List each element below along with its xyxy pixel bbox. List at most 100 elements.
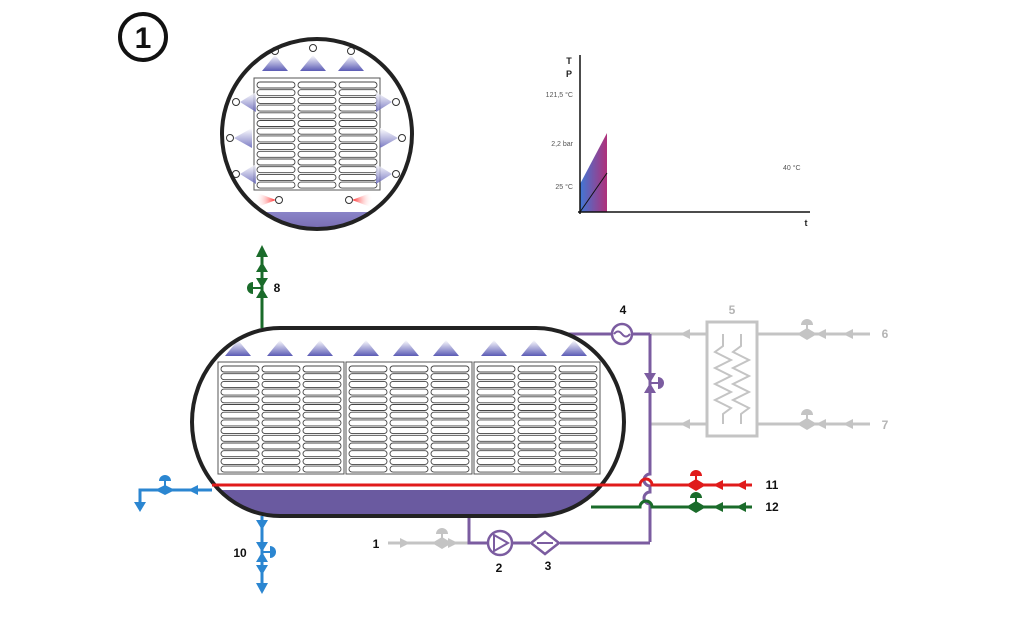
product-pouch	[430, 427, 470, 435]
product-pouch	[261, 434, 301, 442]
callout-1: 1	[373, 537, 380, 551]
product-pouch	[430, 434, 470, 442]
product-pouch	[261, 457, 301, 465]
product-pouch	[476, 442, 516, 450]
product-pouch	[220, 427, 260, 435]
product-pouch	[261, 380, 301, 388]
product-pouch	[297, 104, 337, 112]
product-pouch	[256, 104, 296, 112]
product-pouch	[558, 365, 598, 373]
grey-arrows	[680, 319, 853, 430]
product-pouch	[256, 96, 296, 104]
product-pouch	[430, 442, 470, 450]
product-pouch	[220, 388, 260, 396]
product-pouch	[220, 434, 260, 442]
product-pouch	[302, 442, 342, 450]
product-pouch	[302, 396, 342, 404]
product-pouch	[256, 166, 296, 174]
product-pouch	[338, 150, 378, 158]
product-pouch	[476, 380, 516, 388]
product-pouch	[256, 173, 296, 181]
product-pouch	[297, 96, 337, 104]
product-pouch	[476, 388, 516, 396]
product-pouch	[220, 411, 260, 419]
product-pouch	[476, 373, 516, 381]
product-pouch	[338, 135, 378, 143]
product-pouch	[348, 396, 388, 404]
product-pouch	[389, 465, 429, 473]
product-pouch	[297, 81, 337, 89]
step-badge: 1	[118, 12, 168, 62]
product-pouch	[256, 112, 296, 120]
product-pouch	[302, 380, 342, 388]
product-pouch	[517, 427, 557, 435]
product-pouch	[256, 143, 296, 151]
product-pouch	[517, 450, 557, 458]
product-pouch	[220, 365, 260, 373]
product-pouch	[558, 457, 598, 465]
pump-2	[486, 529, 514, 557]
product-pouch	[476, 427, 516, 435]
product-pouch	[430, 380, 470, 388]
product-pouch	[348, 388, 388, 396]
product-pouch	[476, 404, 516, 411]
product-pouch	[558, 373, 598, 381]
callout-7: 7	[882, 418, 889, 432]
product-pouch	[517, 465, 557, 473]
product-pouch	[517, 380, 557, 388]
product-pouch	[389, 442, 429, 450]
graph-label-pressure: 2,2 bar	[551, 141, 573, 148]
product-pouch	[302, 419, 342, 427]
callout-11: 11	[766, 478, 779, 492]
product-pouch	[302, 427, 342, 435]
product-pouch	[338, 127, 378, 135]
product-pouch	[256, 158, 296, 166]
graph-label-temp-end: 40 °C	[783, 164, 801, 172]
product-pouch	[338, 158, 378, 166]
product-pouch	[430, 404, 470, 411]
product-pouch	[476, 450, 516, 458]
callout-3: 3	[545, 559, 552, 573]
product-pouch	[256, 89, 296, 97]
product-pouch	[348, 457, 388, 465]
product-pouch	[220, 373, 260, 381]
product-pouch	[389, 396, 429, 404]
product-pouch	[297, 143, 337, 151]
feed-line-1	[388, 528, 469, 549]
product-pouch	[220, 404, 260, 411]
product-pouch	[517, 457, 557, 465]
product-pouch	[389, 404, 429, 411]
product-pouch	[430, 450, 470, 458]
product-pouch	[558, 388, 598, 396]
drain-line-10	[256, 516, 276, 594]
product-pouch	[220, 442, 260, 450]
product-pouch	[558, 434, 598, 442]
product-pouch	[338, 96, 378, 104]
product-pouch	[297, 173, 337, 181]
product-pouch	[389, 434, 429, 442]
product-pouch	[302, 365, 342, 373]
product-pouch	[297, 158, 337, 166]
product-pouch	[517, 434, 557, 442]
product-pouch	[430, 465, 470, 473]
step-badge-number: 1	[135, 22, 152, 55]
product-pouch	[220, 457, 260, 465]
product-pouch	[261, 373, 301, 381]
callout-2: 2	[496, 561, 503, 575]
product-pouch	[348, 411, 388, 419]
product-pouch	[476, 411, 516, 419]
product-pouch	[476, 396, 516, 404]
product-pouch	[220, 396, 260, 404]
product-pouch	[430, 373, 470, 381]
product-pouch	[256, 120, 296, 127]
product-pouch	[389, 419, 429, 427]
product-pouch	[261, 419, 301, 427]
product-pouch	[297, 150, 337, 158]
product-pouch	[430, 457, 470, 465]
product-pouch	[389, 373, 429, 381]
callout-6: 6	[882, 327, 889, 341]
callouts: 1 2 3 4 5 6 7 8 10 11 12	[233, 281, 888, 575]
product-pouch	[302, 450, 342, 458]
product-pouch	[558, 396, 598, 404]
